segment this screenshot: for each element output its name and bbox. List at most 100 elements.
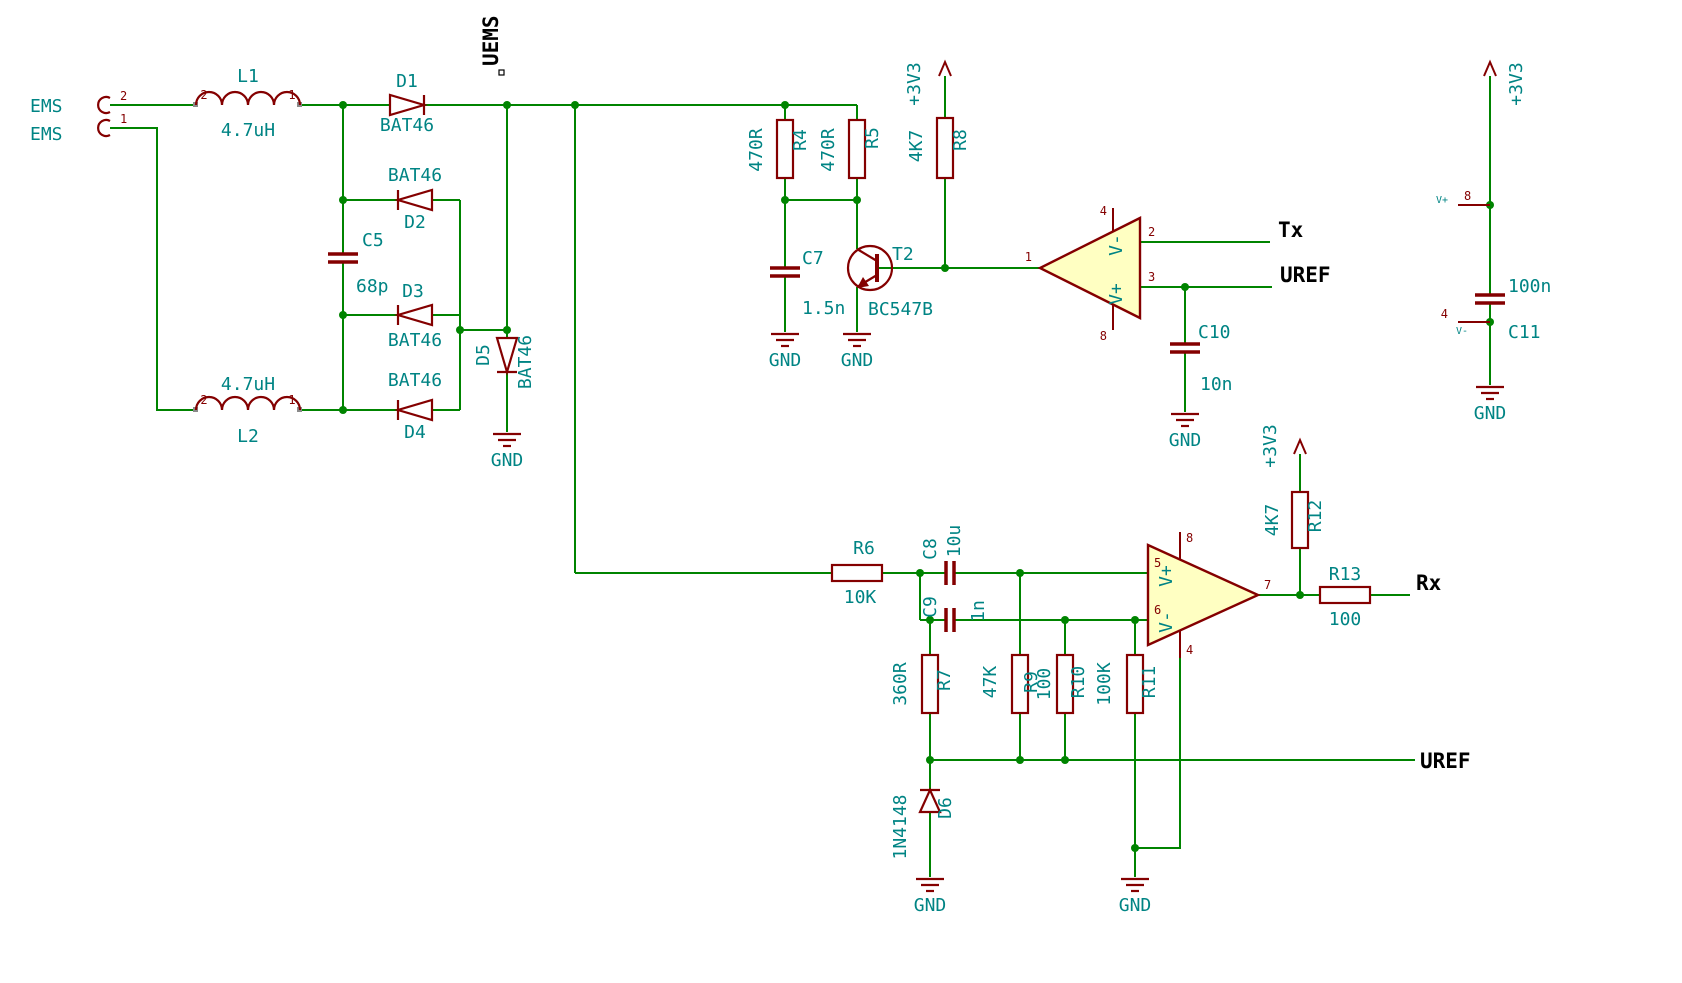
c7-ref: C7	[802, 248, 824, 269]
r10-ref: R10	[1068, 666, 1089, 699]
junction-dot	[781, 101, 789, 109]
gnd-label: GND	[1474, 403, 1507, 424]
diode-d6[interactable]: 1N4148 D6	[890, 787, 956, 860]
transistor-collector	[856, 248, 878, 262]
power-flag-3v3-r12[interactable]: +3V3	[1260, 424, 1307, 468]
d6-ref: D6	[935, 797, 956, 819]
diode-d5[interactable]: D5 BAT46	[473, 335, 536, 389]
resistor-r5[interactable]: 470R R5	[818, 118, 883, 180]
opamp-power-unit[interactable]: V+ 8 4 V-	[1436, 189, 1490, 337]
power-arrow-icon	[938, 59, 952, 77]
resistor-body	[1055, 653, 1075, 715]
junction-dot	[339, 101, 347, 109]
diode-d2[interactable]: BAT46 D2	[388, 165, 442, 233]
opamp2-pin-in-bottom: 6	[1154, 603, 1161, 617]
uems-global-label[interactable]: UEMS	[479, 15, 503, 66]
power-3v3-label: +3V3	[1260, 424, 1281, 467]
resistor-body	[847, 118, 867, 180]
junction-dot	[503, 101, 511, 109]
opamp1-pin-in-bottom: 3	[1148, 270, 1155, 284]
l1-ref: L1	[237, 66, 259, 87]
d6-value: 1N4148	[890, 794, 911, 859]
junction-dot	[1061, 756, 1069, 764]
d1-value: BAT46	[380, 115, 434, 136]
opamp2-vminus: V-	[1156, 611, 1177, 633]
junction-dot	[1296, 591, 1304, 599]
power-unit-vplus-pin: 8	[1464, 189, 1471, 203]
diode-symbol	[495, 336, 519, 376]
r8-ref: R8	[950, 129, 971, 151]
opamp-1[interactable]: V- V+ 1 2 3 4 8	[1025, 204, 1155, 343]
junction-dot	[926, 616, 934, 624]
c11-value: 100n	[1508, 276, 1551, 297]
resistor-r12[interactable]: 4K7 R12	[1262, 490, 1326, 550]
gnd-symbol: GND	[1474, 385, 1507, 424]
gnd-label: GND	[769, 350, 802, 371]
resistor-r11[interactable]: 100K R11	[1094, 653, 1160, 715]
capacitor-c5[interactable]: C5 68p	[328, 230, 389, 297]
resistor-r6[interactable]: R6 10K	[830, 538, 884, 608]
tx-label[interactable]: Tx	[1278, 218, 1304, 242]
resistor-r10[interactable]: 100 R10	[1034, 653, 1089, 715]
d2-ref: D2	[404, 212, 426, 233]
resistor-r7[interactable]: 360R R7	[890, 653, 955, 715]
opamp2-pin-pwr-top: 8	[1186, 531, 1193, 545]
junction-dot	[503, 326, 511, 334]
opamp-2[interactable]: V+ V- 5 6 7 8 4	[1146, 531, 1271, 658]
wires	[110, 76, 1491, 877]
capacitor-c10[interactable]: C10 10n	[1170, 322, 1233, 395]
connector-ems[interactable]: EMS EMS 2 1	[30, 89, 127, 145]
power-unit-vplus-name: V+	[1436, 195, 1448, 206]
power-flag-3v3-r8[interactable]: +3V3	[904, 59, 952, 106]
diode-symbol	[394, 303, 434, 327]
gnd-label: GND	[1119, 895, 1152, 916]
d5-value: BAT46	[515, 335, 536, 389]
c5-ref: C5	[362, 230, 384, 251]
r11-value: 100K	[1094, 662, 1115, 706]
r8-value: 4K7	[906, 130, 927, 163]
rx-label[interactable]: Rx	[1416, 571, 1442, 595]
d1-ref: D1	[396, 71, 418, 92]
c9-value: 1n	[968, 600, 989, 622]
diode-d4[interactable]: BAT46 D4	[388, 370, 442, 443]
capacitor-c8[interactable]: C8 10u	[920, 525, 965, 585]
opamp1-pin-out: 1	[1025, 250, 1032, 264]
resistor-body	[935, 116, 955, 180]
gnd-label: GND	[841, 350, 874, 371]
junction-dot	[1016, 569, 1024, 577]
capacitor-c7[interactable]: C7 1.5n	[770, 248, 845, 319]
opamp1-pin-in-top: 2	[1148, 225, 1155, 239]
r13-ref: R13	[1329, 564, 1362, 585]
power-arrow-icon	[1483, 59, 1497, 77]
power-flag-3v3-c11[interactable]: +3V3	[1483, 59, 1527, 106]
inductor-l2[interactable]: 4.7uH L2 2 1	[193, 374, 302, 447]
junction-dot	[781, 196, 789, 204]
l1-pin-number: 1	[288, 88, 295, 102]
capacitor-c9[interactable]: C9 1n	[920, 596, 989, 632]
c5-value: 68p	[356, 276, 389, 297]
opamp-triangle	[1037, 216, 1142, 320]
c10-ref: C10	[1198, 322, 1231, 343]
uref-rail-label[interactable]: UREF	[1420, 749, 1471, 773]
r12-ref: R12	[1305, 500, 1326, 533]
power-3v3-label: +3V3	[1506, 62, 1527, 105]
uref-label[interactable]: UREF	[1280, 263, 1331, 287]
connector-pin-2-icon	[97, 95, 111, 115]
connector-pin-1-icon	[97, 118, 111, 138]
resistor-r8[interactable]: 4K7 R8	[906, 116, 971, 180]
transistor-t2[interactable]: T2 BC547B	[846, 244, 933, 320]
c7-value: 1.5n	[802, 298, 845, 319]
diode-d3[interactable]: D3 BAT46	[388, 281, 442, 351]
capacitor-c11[interactable]: 100n C11	[1475, 276, 1551, 343]
junction-dot	[853, 196, 861, 204]
junction-dot	[1061, 616, 1069, 624]
resistor-r4[interactable]: 470R R4	[746, 118, 811, 180]
resistor-r9[interactable]: 47K R9	[980, 653, 1042, 715]
resistor-r13[interactable]: R13 100	[1318, 564, 1372, 630]
d5-ref: D5	[473, 344, 494, 366]
diode-d1[interactable]: D1 BAT46	[380, 71, 434, 136]
junction-dot	[339, 311, 347, 319]
resistor-body	[1125, 653, 1145, 715]
inductor-l1[interactable]: L1 4.7uH 2 1	[193, 66, 302, 141]
